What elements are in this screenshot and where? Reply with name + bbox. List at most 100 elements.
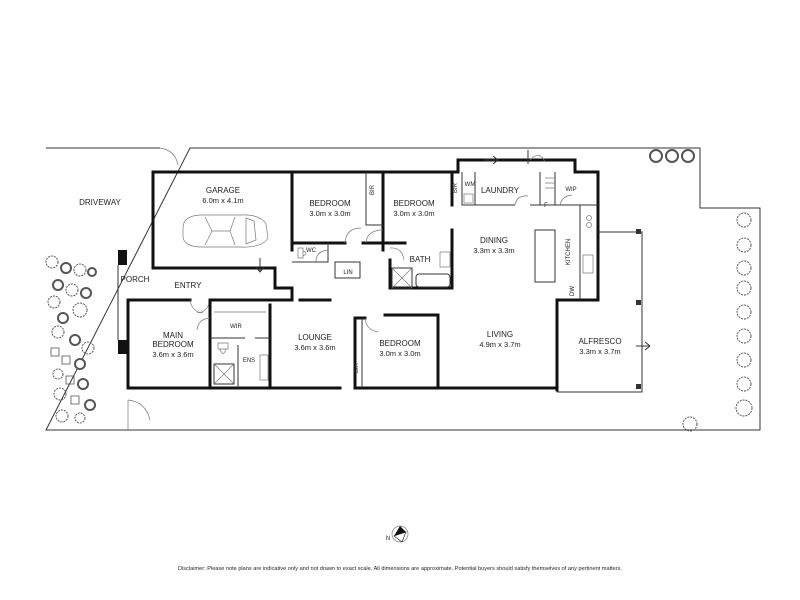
dining-label: DINING — [480, 236, 508, 245]
front-wall — [126, 286, 332, 302]
ens-shower-cross — [213, 363, 235, 385]
garage-dimensions: 6.0m x 4.1m — [202, 196, 243, 205]
wc-label: WC — [306, 248, 317, 254]
driveway-label: DRIVEWAY — [79, 198, 121, 207]
shrub-icon — [47, 295, 61, 309]
disclaimer-text: Disclaimer: Please note plans are indica… — [178, 566, 622, 572]
shrub-icon — [736, 280, 752, 296]
washing-machine — [463, 193, 474, 204]
shrub-icon — [77, 378, 89, 390]
entry-label: ENTRY — [175, 281, 203, 290]
shrub-icon — [55, 409, 69, 423]
interior-wall — [290, 170, 385, 252]
alfresco-arrow — [636, 341, 651, 351]
porch-column — [118, 340, 127, 354]
laundry-label: LAUNDRY — [481, 186, 520, 195]
left-garden — [45, 255, 97, 424]
shrub-icon — [73, 263, 87, 277]
bath-door — [389, 247, 405, 261]
lounge-dimensions: 3.6m x 3.6m — [294, 343, 335, 352]
right-garden — [682, 212, 753, 432]
bedroom2-door — [344, 227, 362, 244]
top-shrubs — [649, 149, 695, 163]
alfresco-post — [636, 384, 641, 389]
alfresco-dimensions: 3.3m x 3.7m — [579, 347, 620, 356]
wm-label: WM — [465, 182, 476, 188]
shrub-icon — [681, 149, 695, 163]
laundry-door — [514, 195, 529, 206]
shrub-icon — [57, 312, 69, 324]
shrub-icon — [80, 287, 92, 299]
shrub-icon — [682, 416, 698, 432]
ens-vanity — [259, 354, 269, 381]
lin-wall — [334, 261, 361, 279]
wip-label: WIP — [565, 187, 576, 193]
bedroom4-label: BEDROOM — [379, 339, 421, 348]
f-label: F — [544, 203, 548, 209]
lin-label: LIN — [343, 270, 352, 276]
wc-wall — [292, 243, 329, 263]
shrub-icon — [736, 376, 752, 392]
shrub-icon — [81, 341, 95, 355]
front-gate — [127, 399, 151, 430]
shrub-icon — [649, 149, 663, 163]
bathtub — [415, 273, 451, 288]
dining-dimensions: 3.3m x 3.3m — [473, 246, 514, 255]
wir-label: WIR — [230, 324, 242, 330]
main-bedroom-dimensions: 3.6m x 3.6m — [152, 350, 193, 359]
shrub-icon — [60, 262, 72, 274]
wc-door — [315, 249, 329, 263]
dw-label: DW — [570, 286, 576, 296]
shrub-icon — [665, 149, 679, 163]
bedroom4-dimensions: 3.0m x 3.0m — [379, 349, 420, 358]
bir1-wall — [365, 172, 383, 226]
garage-bottom-wall — [151, 266, 277, 290]
shrub-icon — [69, 334, 81, 346]
ens-toilet — [217, 342, 229, 354]
bath-vanity — [439, 251, 451, 268]
shrub-icon — [72, 302, 88, 318]
interior-wall — [381, 170, 454, 290]
porch-column — [118, 250, 127, 265]
porch-label: PORCH — [121, 275, 150, 284]
kitchen-label: KITCHEN — [566, 239, 572, 265]
bedroom3-door — [365, 229, 384, 244]
shrub-icon — [736, 352, 752, 368]
paver-icon — [70, 395, 80, 405]
paver-icon — [61, 355, 71, 365]
living-dimensions: 4.9m x 3.7m — [479, 340, 520, 349]
exterior-wall — [151, 158, 600, 392]
entry-door — [189, 299, 211, 314]
bath-label: BATH — [410, 255, 431, 264]
north-compass: N — [386, 525, 409, 543]
bath-shower — [391, 267, 413, 289]
shrub-icon — [45, 255, 59, 269]
shrub-icon — [51, 325, 65, 339]
bath-shower-cross — [391, 267, 413, 289]
alfresco-post — [636, 300, 641, 305]
shrub-icon — [736, 328, 752, 344]
kitchen-island — [534, 229, 556, 283]
bir1-label: BIR — [370, 184, 376, 195]
main-bedroom-label: MAIN — [163, 331, 183, 340]
main-bedroom-wall — [208, 298, 272, 390]
shrub-icon — [87, 267, 97, 277]
garage-door-arrow — [255, 258, 265, 273]
wip-shelves — [545, 177, 555, 189]
shrub-icon — [84, 399, 96, 411]
shrub-icon — [53, 387, 67, 401]
shrub-icon — [735, 399, 753, 417]
bedroom3-label: BEDROOM — [393, 199, 435, 208]
shrub-icon — [736, 237, 752, 253]
alfresco-outline — [557, 231, 643, 393]
property-boundary — [45, 147, 761, 431]
paver-icon — [50, 347, 60, 357]
bedroom2-label: BEDROOM — [309, 199, 351, 208]
shrub-icon — [736, 260, 752, 276]
main-bedroom-door — [196, 317, 211, 331]
shrub-icon — [65, 283, 79, 297]
north-label: N — [386, 536, 390, 542]
shrub-icon — [736, 212, 752, 228]
rear-door — [529, 155, 546, 163]
cooktop-icon — [586, 215, 592, 228]
